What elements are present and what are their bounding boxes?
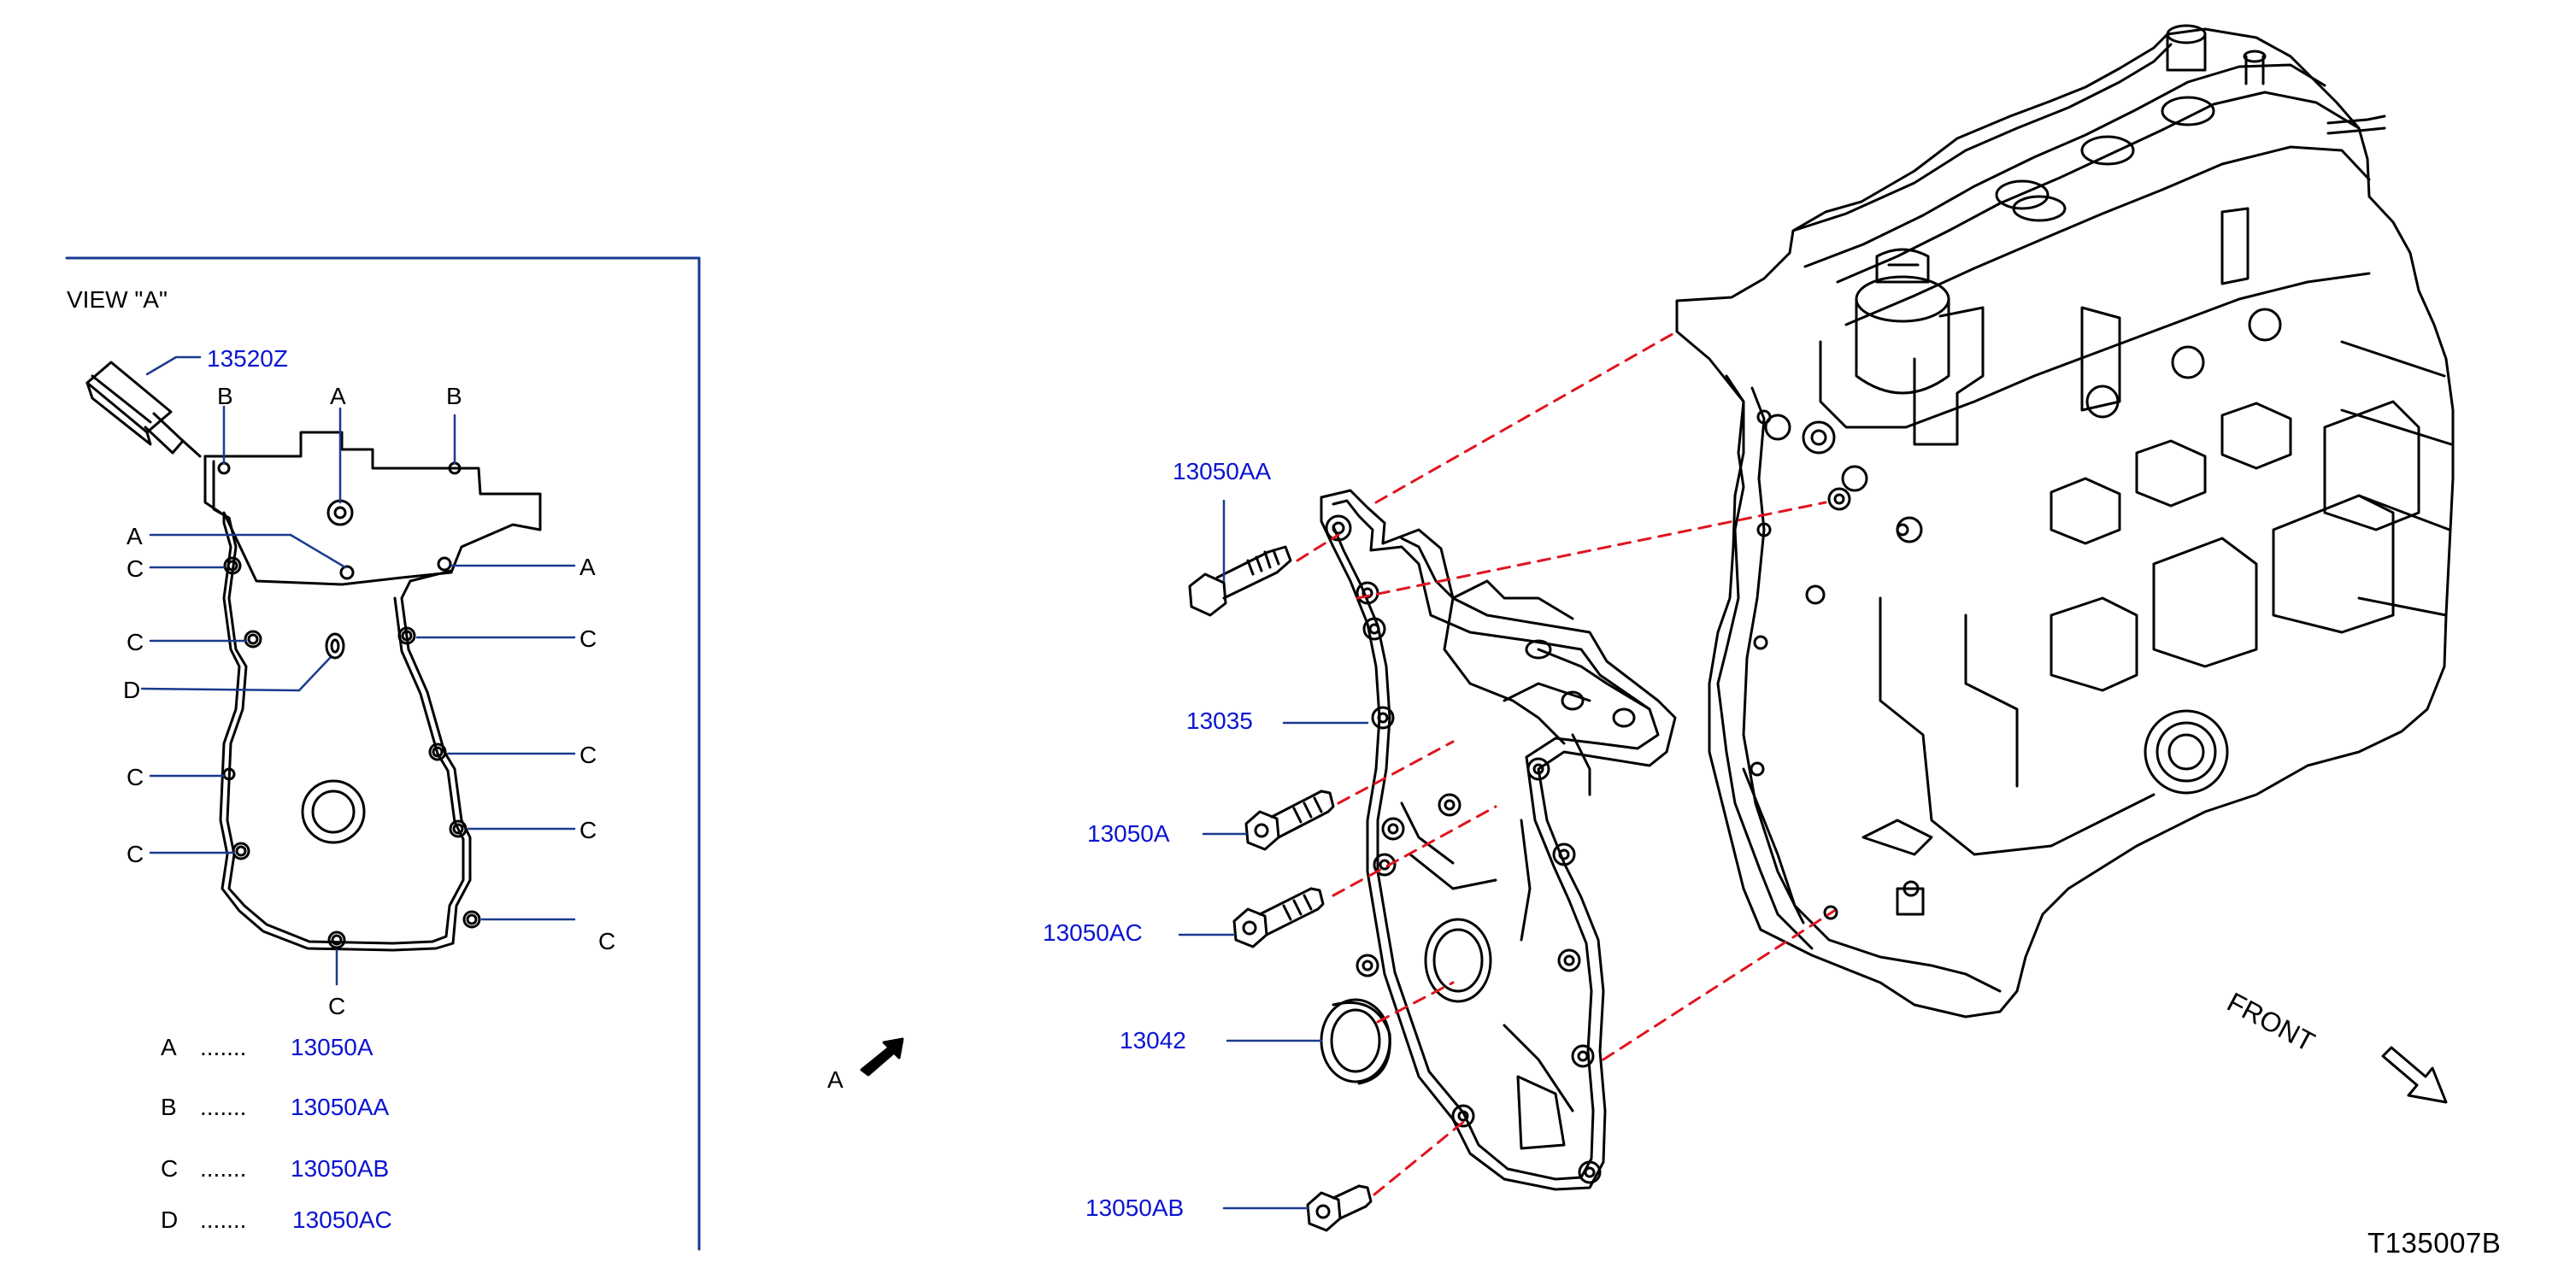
legend-dots: ....... <box>200 1206 247 1233</box>
legend-letter: A <box>161 1034 177 1060</box>
engine-block-drawing <box>1675 24 2455 1019</box>
legend-dots: ....... <box>200 1094 247 1120</box>
part-link-13042[interactable]: 13042 <box>1120 1027 1186 1054</box>
part-link-13050aa[interactable]: 13050AA <box>291 1094 390 1120</box>
hole-callout-c: C <box>126 764 144 790</box>
part-leaders <box>1178 499 1369 1210</box>
view-a-frame <box>65 256 701 1251</box>
part-link-13520z[interactable]: 13520Z <box>207 345 288 372</box>
hole-callout-c: C <box>598 928 616 954</box>
hole-callout-c: C <box>579 817 597 843</box>
view-a-title: VIEW "A" <box>67 286 168 313</box>
legend-letter: B <box>161 1094 177 1120</box>
hole-callout-b: B <box>446 383 462 409</box>
hole-callout-c: C <box>579 625 597 652</box>
assembly-lines <box>1296 330 1836 1196</box>
hole-callout-c: C <box>126 555 144 582</box>
bolt-a-drawing <box>1244 790 1335 851</box>
hole-callout-c: C <box>579 742 597 768</box>
part-link-13050ac[interactable]: 13050AC <box>1043 919 1143 946</box>
view-a-leaders <box>140 355 576 986</box>
sealant-tube-icon <box>85 361 202 458</box>
hole-callout-d: D <box>123 677 141 703</box>
front-arrow-icon <box>2381 1046 2448 1104</box>
hole-callout-a: A <box>330 383 346 409</box>
part-link-13050a[interactable]: 13050A <box>1087 820 1170 847</box>
legend-dots: ....... <box>200 1034 247 1060</box>
hole-callout-b: B <box>217 383 233 409</box>
timing-cover-drawing <box>1320 489 1677 1191</box>
diagram-code: T135007B <box>2367 1227 2502 1259</box>
part-link-13050a[interactable]: 13050A <box>291 1034 373 1060</box>
part-link-13050ab[interactable]: 13050AB <box>291 1155 390 1182</box>
bolt-aa-drawing <box>1188 545 1292 617</box>
bolt-ac-drawing <box>1232 887 1325 948</box>
legend-letter: D <box>161 1206 179 1233</box>
part-link-13050ac[interactable]: 13050AC <box>292 1206 392 1233</box>
view-arrow-label: A <box>827 1066 844 1093</box>
hole-callout-c: C <box>126 841 144 867</box>
hole-callout-a: A <box>579 554 596 580</box>
view-a-cover-outline <box>203 431 542 952</box>
part-link-13035[interactable]: 13035 <box>1186 707 1253 734</box>
hole-callout-a: A <box>126 523 143 549</box>
bolt-ab-drawing <box>1306 1184 1373 1232</box>
legend-dots: ....... <box>200 1155 247 1182</box>
legend-letter: C <box>161 1155 179 1182</box>
part-link-13050aa[interactable]: 13050AA <box>1173 458 1272 484</box>
hole-callout-c: C <box>126 629 144 655</box>
oil-seal-drawing <box>1320 998 1391 1085</box>
part-link-13050ab[interactable]: 13050AB <box>1085 1195 1185 1221</box>
view-a-arrow-icon <box>860 1037 904 1077</box>
hole-callout-c: C <box>328 993 346 1019</box>
